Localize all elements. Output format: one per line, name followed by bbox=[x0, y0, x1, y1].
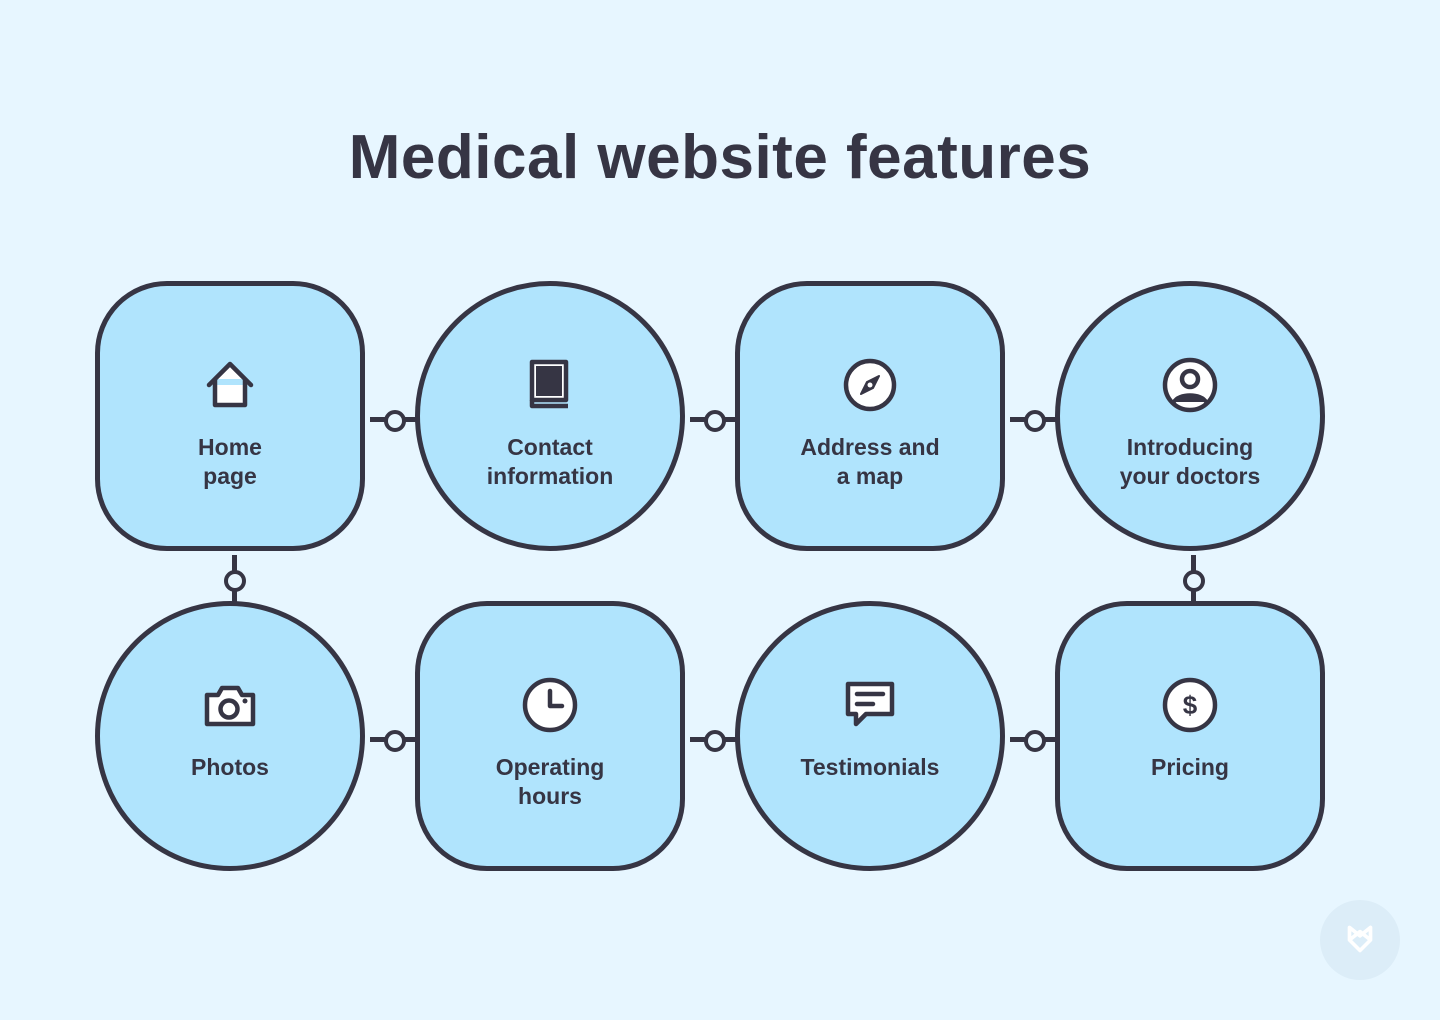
connector-dot bbox=[704, 410, 726, 432]
connector-dot bbox=[384, 410, 406, 432]
book-icon bbox=[521, 356, 579, 414]
connector-dot bbox=[1183, 570, 1205, 592]
feature-label: Testimonials bbox=[800, 754, 940, 780]
connector-dot bbox=[1024, 730, 1046, 752]
feature-photos: Photos bbox=[95, 601, 365, 871]
connector-dot bbox=[704, 730, 726, 752]
camera-icon bbox=[201, 676, 259, 734]
feature-pricing: $ Pricing bbox=[1055, 601, 1325, 871]
connector-dot bbox=[1024, 410, 1046, 432]
home-icon bbox=[201, 356, 259, 414]
feature-label: Pricing bbox=[1151, 754, 1229, 780]
page-title: Medical website features bbox=[348, 123, 1092, 192]
compass-icon bbox=[841, 356, 899, 414]
dollar-sign: $ bbox=[1183, 690, 1198, 720]
chat-icon bbox=[841, 676, 899, 734]
feature-testimonials: Testimonials bbox=[735, 601, 1005, 871]
connector-dot bbox=[384, 730, 406, 752]
clock-icon bbox=[521, 676, 579, 734]
brand-logo-icon bbox=[1320, 900, 1400, 980]
connector-dot bbox=[224, 570, 246, 592]
user-circle-icon bbox=[1161, 356, 1219, 414]
feature-label: Photos bbox=[191, 754, 269, 780]
dollar-icon: $ bbox=[1161, 676, 1219, 734]
